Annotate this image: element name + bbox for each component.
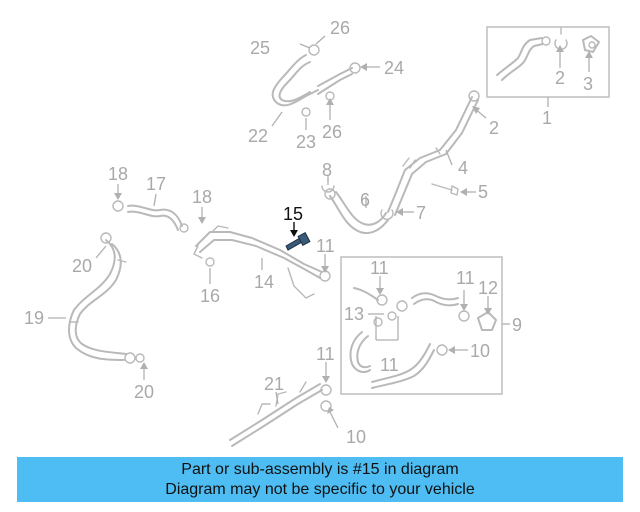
banner-line-1: Part or sub-assembly is #15 in diagram — [181, 460, 459, 478]
callout-8: 8 — [322, 160, 332, 180]
callout-16: 16 — [200, 286, 220, 306]
arrow-26b — [326, 98, 334, 105]
arrow-7 — [396, 208, 403, 216]
arrow-10a — [448, 346, 455, 354]
callout-21: 21 — [264, 374, 284, 394]
part-19-long-hose — [68, 232, 145, 364]
arrow-11b — [376, 288, 384, 295]
part-inset-hoses — [349, 287, 497, 389]
callout-13: 13 — [344, 304, 364, 324]
arrow-15 — [290, 230, 298, 237]
lead-20a — [95, 245, 107, 259]
callout-5: 5 — [478, 182, 488, 202]
lead-21 — [275, 391, 279, 405]
arrow-2b — [472, 106, 480, 114]
arrow-11a — [321, 266, 329, 273]
banner-line-2: Diagram may not be specific to your vehi… — [165, 480, 475, 498]
callout-2b: 2 — [489, 118, 499, 138]
part-6-hose — [324, 188, 389, 234]
part-14-bracket-pipe — [193, 225, 323, 299]
callout-10b: 10 — [346, 427, 366, 447]
callout-18a: 18 — [108, 164, 128, 184]
part-3-connector-inset — [582, 35, 600, 53]
callout-20b: 20 — [134, 382, 154, 402]
part-5-bolt — [431, 183, 459, 196]
part-21-bracket-rail — [229, 381, 332, 447]
callout-11d: 11 — [380, 355, 399, 375]
callout-18b: 18 — [192, 187, 212, 207]
callout-10a: 10 — [470, 341, 490, 361]
callout-23: 23 — [296, 132, 316, 152]
callout-7: 7 — [416, 203, 426, 223]
lead-25 — [299, 43, 311, 49]
callout-14: 14 — [254, 272, 274, 292]
arrow-12 — [484, 308, 492, 315]
arrow-18b — [198, 217, 206, 224]
callout-26b: 26 — [322, 122, 342, 142]
arrow-11e — [322, 376, 330, 383]
callout-24: 24 — [384, 58, 404, 78]
callout-25: 25 — [250, 38, 270, 58]
parts-diagram: 1 2 2 3 4 5 6 7 8 9 10 10 11 11 11 11 11… — [24, 18, 610, 447]
part-4-water-pipe — [387, 90, 480, 216]
callout-4: 4 — [458, 158, 468, 178]
arrow-10b — [327, 407, 334, 414]
callout-20a: 20 — [72, 256, 92, 276]
part-1-hose-upper — [496, 36, 551, 81]
info-banner: Part or sub-assembly is #15 in diagram D… — [17, 457, 623, 502]
callout-2a: 2 — [555, 68, 565, 88]
part-11-clamp-a — [319, 270, 331, 282]
callout-3: 3 — [583, 74, 593, 94]
callout-26a: 26 — [330, 18, 350, 38]
inset-box-part-9 — [340, 256, 503, 395]
lead-4 — [445, 149, 453, 166]
callout-19: 19 — [24, 308, 44, 328]
callout-22: 22 — [248, 126, 268, 146]
part-2-clamp-inset — [554, 27, 568, 50]
lead-17 — [153, 193, 157, 207]
part-7-clamp — [380, 209, 394, 220]
arrow-20b — [140, 362, 148, 369]
arrow-24 — [360, 63, 367, 71]
lead-26a — [315, 35, 326, 45]
arrow-5 — [460, 188, 467, 196]
arrow-11c — [460, 304, 468, 311]
callout-11a: 11 — [316, 236, 335, 256]
lead-22 — [271, 111, 283, 127]
part-17-hose — [112, 200, 189, 233]
callout-11e: 11 — [316, 344, 335, 364]
arrow-18a — [114, 193, 122, 200]
callout-1: 1 — [542, 108, 552, 128]
part-25-hose — [271, 44, 361, 117]
lead-10b — [329, 411, 339, 429]
callout-17: 17 — [146, 174, 166, 194]
arrow-2a — [556, 45, 564, 52]
callout-15: 15 — [283, 204, 303, 224]
arrow-3 — [585, 51, 593, 58]
callout-9: 9 — [512, 315, 522, 335]
callout-12: 12 — [478, 278, 498, 298]
callout-11c: 11 — [456, 268, 475, 288]
callout-6: 6 — [360, 190, 370, 210]
part-15-bolt-highlighted[interactable] — [285, 232, 311, 251]
callout-11b: 11 — [370, 258, 389, 278]
